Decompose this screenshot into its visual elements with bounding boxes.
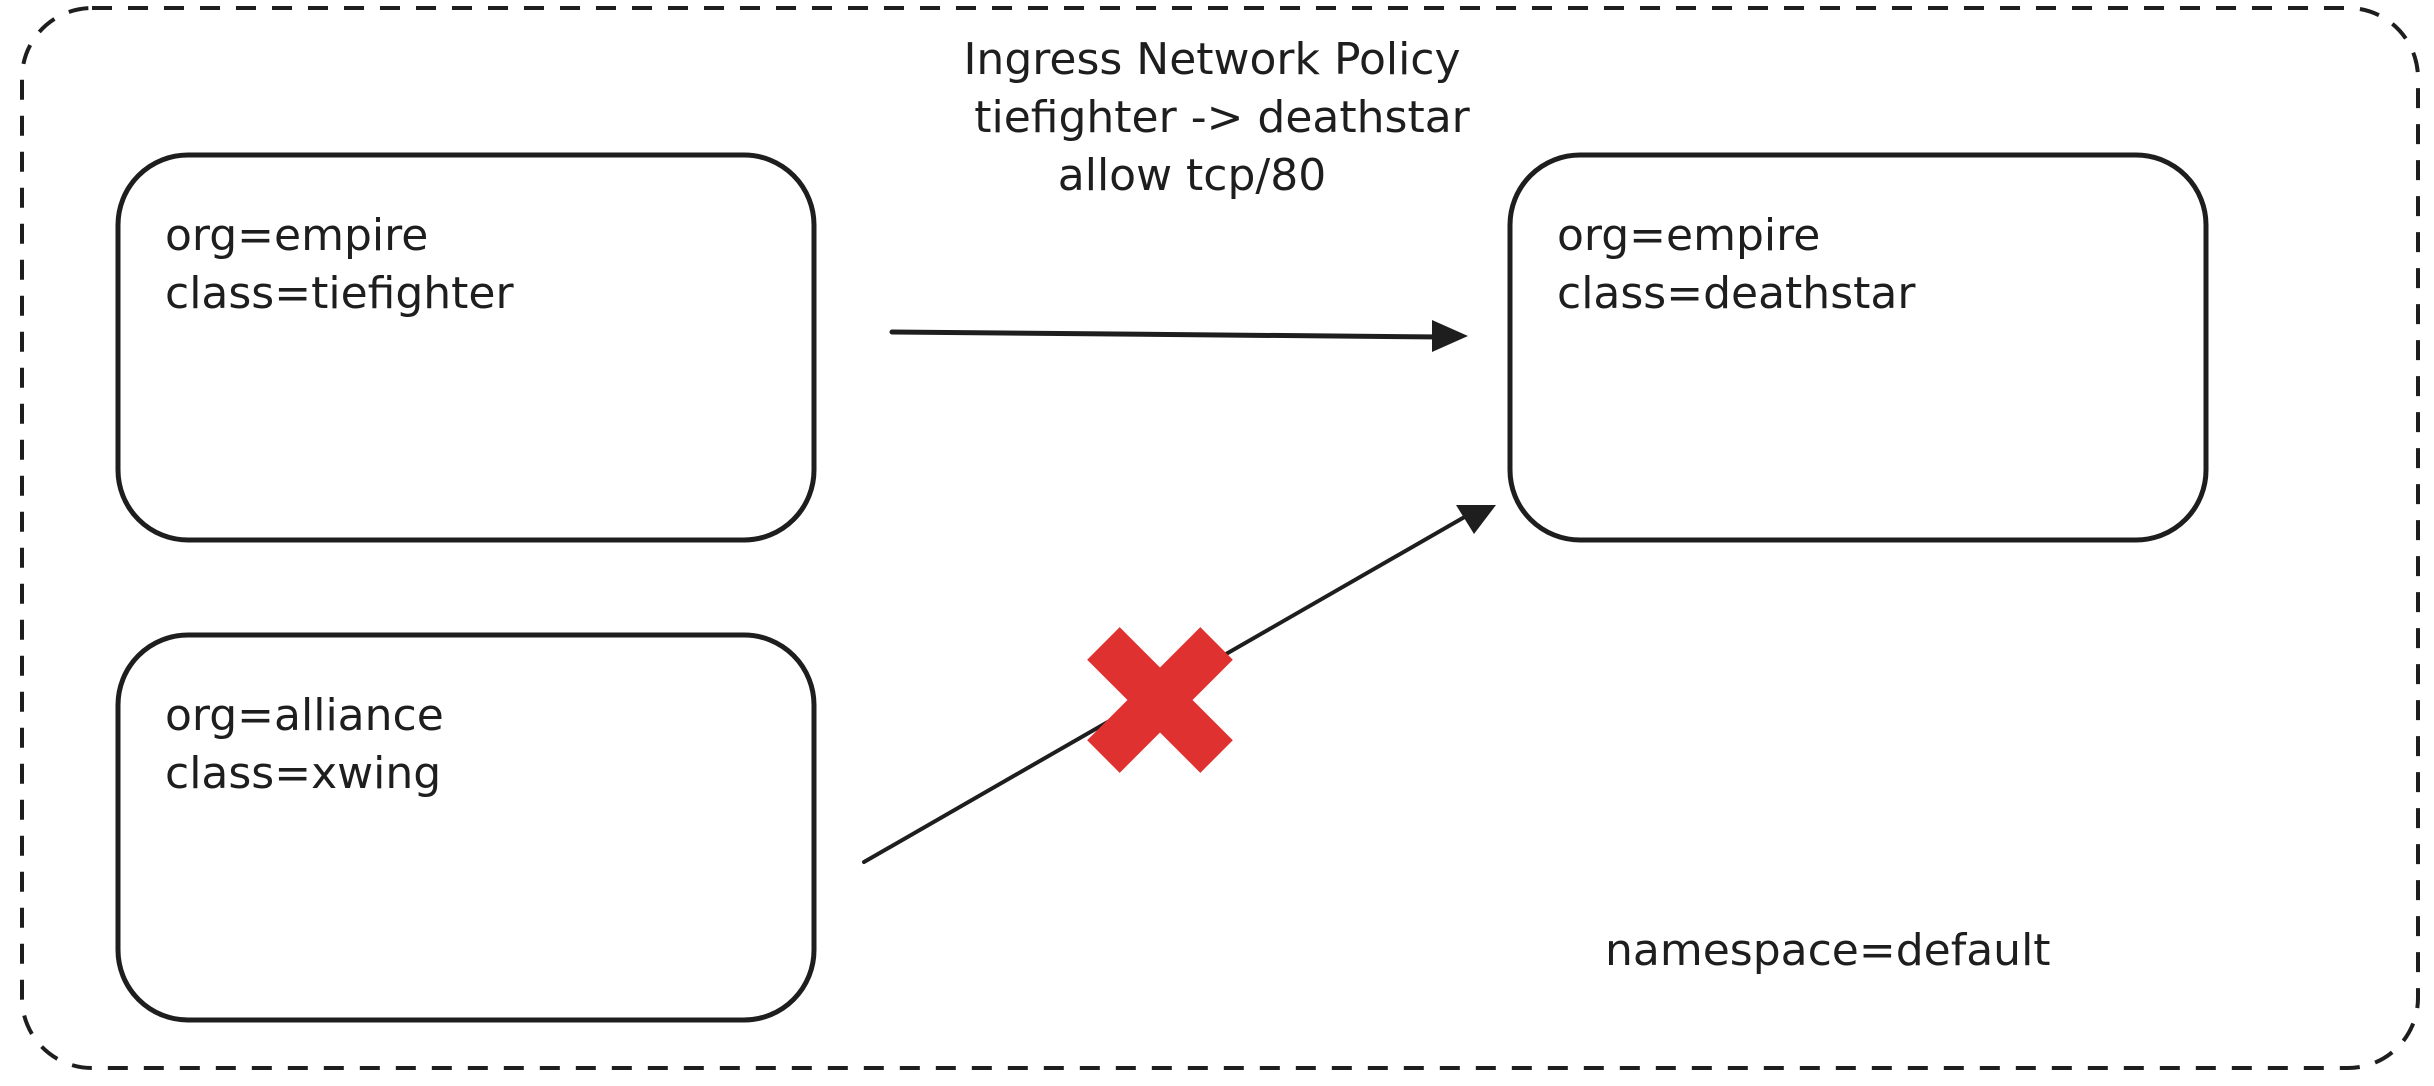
pod-label-class: class=deathstar bbox=[1557, 268, 1916, 319]
namespace-boundary bbox=[20, 6, 2420, 1070]
policy-rule: tiefighter -> deathstar bbox=[974, 92, 1470, 143]
pod-box bbox=[1507, 152, 2209, 543]
pod-label-class: class=xwing bbox=[165, 748, 441, 799]
pod-tiefighter: org=empire class=tiefighter bbox=[115, 152, 817, 543]
pod-label-org: org=alliance bbox=[165, 690, 444, 741]
arrow-head bbox=[1432, 320, 1468, 352]
pod-label-class: class=tiefighter bbox=[165, 268, 514, 319]
pod-box bbox=[115, 152, 817, 543]
pod-label-org: org=empire bbox=[165, 210, 428, 261]
pod-deathstar: org=empire class=deathstar bbox=[1507, 152, 2209, 543]
policy-port: allow tcp/80 bbox=[1058, 150, 1327, 201]
allowed-arrow bbox=[889, 320, 1468, 352]
blocked-x-icon bbox=[1087, 627, 1233, 773]
arrow-head bbox=[1456, 505, 1496, 534]
pod-label-org: org=empire bbox=[1557, 210, 1820, 261]
pod-xwing: org=alliance class=xwing bbox=[115, 632, 817, 1023]
namespace-label: namespace=default bbox=[1605, 925, 2051, 976]
arrow-shaft bbox=[889, 329, 1445, 340]
pod-box bbox=[115, 632, 817, 1023]
policy-title: Ingress Network Policy bbox=[963, 34, 1460, 85]
